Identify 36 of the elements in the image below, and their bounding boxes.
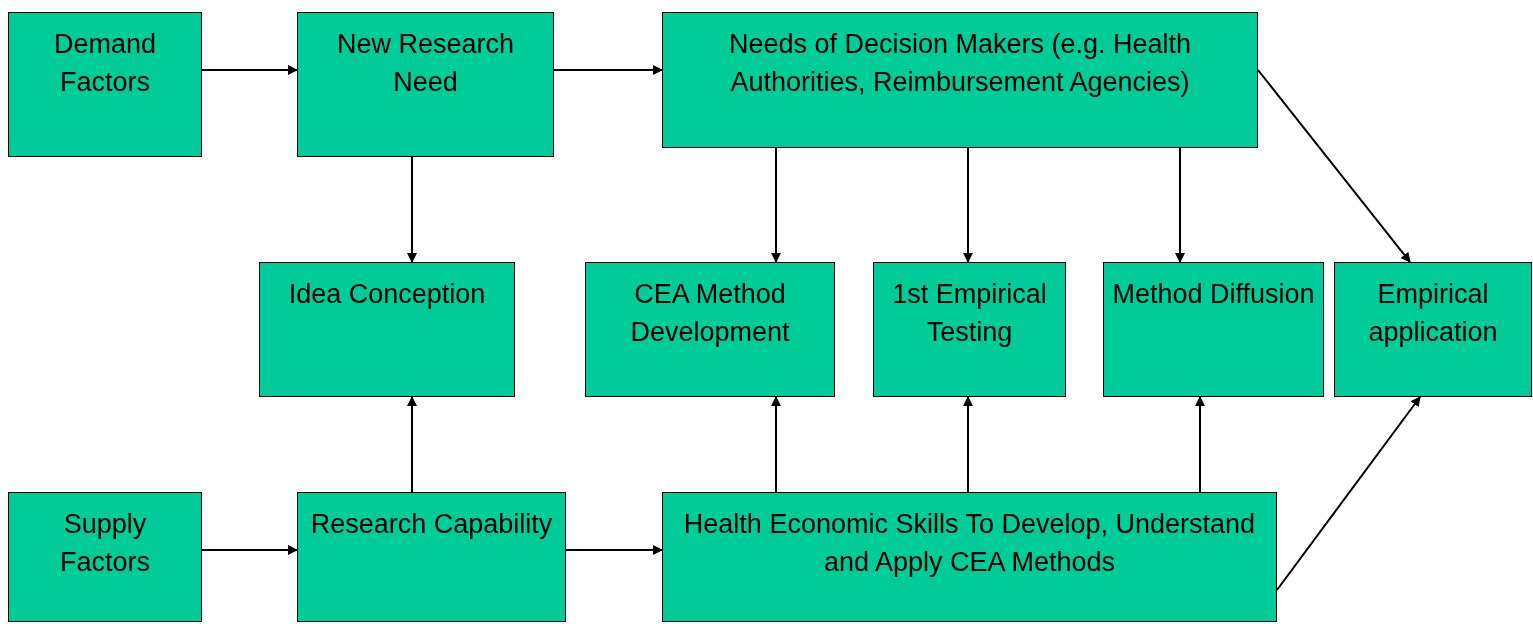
arrow bbox=[963, 147, 973, 263]
process-box bbox=[585, 262, 835, 397]
process-box bbox=[662, 492, 1277, 622]
arrow bbox=[771, 147, 781, 263]
arrow bbox=[201, 65, 298, 75]
process-box bbox=[1334, 262, 1532, 397]
arrow bbox=[963, 396, 973, 493]
arrow bbox=[1257, 69, 1411, 263]
arrow bbox=[1276, 396, 1421, 591]
arrow bbox=[771, 396, 781, 493]
box-label: Idea Conception bbox=[288, 278, 486, 311]
box-label: CEA Method Development bbox=[629, 278, 791, 349]
arrow bbox=[407, 156, 417, 263]
process-box bbox=[8, 12, 202, 157]
arrow bbox=[553, 65, 663, 75]
process-box bbox=[873, 262, 1066, 397]
process-box bbox=[662, 12, 1258, 148]
box-label: Method Diffusion bbox=[1112, 278, 1315, 311]
arrow bbox=[407, 396, 417, 493]
process-box bbox=[297, 492, 566, 622]
process-box bbox=[297, 12, 554, 157]
arrow bbox=[201, 545, 298, 555]
arrow bbox=[1175, 147, 1185, 263]
box-label: Supply Factors bbox=[59, 508, 151, 579]
box-label: Research Capability bbox=[310, 508, 553, 541]
box-label: New Research Need bbox=[335, 28, 516, 99]
arrow bbox=[565, 545, 663, 555]
box-label: Empirical application bbox=[1367, 278, 1499, 349]
process-box bbox=[259, 262, 515, 397]
process-box bbox=[8, 492, 202, 622]
box-label: Demand Factors bbox=[52, 28, 158, 99]
box-label: Needs of Decision Makers (e.g. Health Authorities, Reimbursement Agencies) bbox=[727, 28, 1193, 99]
box-label: 1st Empirical Testing bbox=[891, 278, 1048, 349]
process-box bbox=[1103, 262, 1324, 397]
box-label: Health Economic Skills To Develop, Understand and Apply CEA Methods bbox=[682, 508, 1257, 579]
arrow bbox=[1195, 396, 1205, 493]
